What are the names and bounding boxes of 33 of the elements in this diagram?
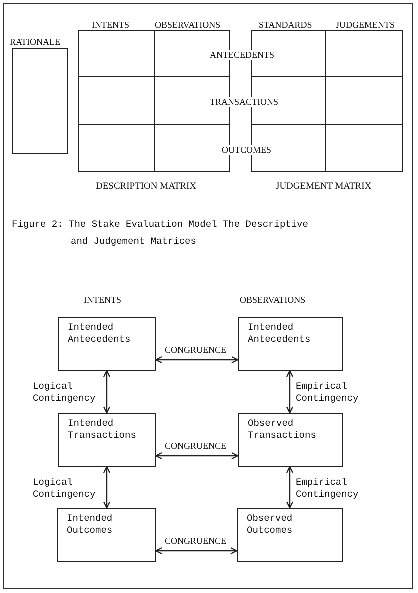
column-heading: OBSERVATIONS: [240, 295, 306, 305]
edge-label: Logical Contingency: [33, 477, 97, 501]
double-arrow: [155, 452, 239, 460]
column-heading: OBSERVATIONS: [155, 20, 221, 30]
edge-label: CONGRUENCE: [165, 440, 227, 452]
process-box: Intended Outcomes: [57, 508, 156, 562]
edge-label: Logical Contingency: [33, 381, 97, 405]
column-heading: STANDARDS: [259, 20, 312, 30]
edge-label: Empirical Contingency: [296, 477, 360, 501]
double-arrow: [155, 356, 239, 364]
figure-caption: Figure 2: The Stake Evaluation Model The Descriptive and Judgement Matrices: [12, 218, 310, 249]
process-box: Intended Antecedents: [238, 317, 343, 371]
row-heading: ANTECEDENTS: [210, 50, 274, 60]
edge-label: CONGRUENCE: [165, 535, 227, 547]
row-heading: TRANSACTIONS: [210, 97, 279, 107]
column-heading: RATIONALE: [10, 37, 60, 47]
double-arrow: [286, 466, 294, 509]
double-arrow: [155, 547, 238, 555]
column-heading: INTENTS: [92, 20, 130, 30]
process-box: Observed Outcomes: [237, 508, 343, 562]
edge-label: Empirical Contingency: [296, 381, 360, 405]
double-arrow: [103, 466, 111, 509]
process-box: Intended Transactions: [58, 413, 156, 467]
row-heading: OUTCOMES: [222, 145, 272, 155]
matrix-title: JUDGEMENT MATRIX: [276, 182, 372, 192]
process-box: Observed Transactions: [238, 413, 343, 467]
column-heading: INTENTS: [84, 295, 122, 305]
double-arrow: [103, 370, 111, 414]
matrix-title: DESCRIPTION MATRIX: [96, 182, 197, 192]
column-heading: JUDGEMENTS: [336, 20, 396, 30]
edge-label: CONGRUENCE: [165, 344, 227, 356]
process-box: Intended Antecedents: [58, 317, 156, 371]
double-arrow: [286, 370, 294, 414]
